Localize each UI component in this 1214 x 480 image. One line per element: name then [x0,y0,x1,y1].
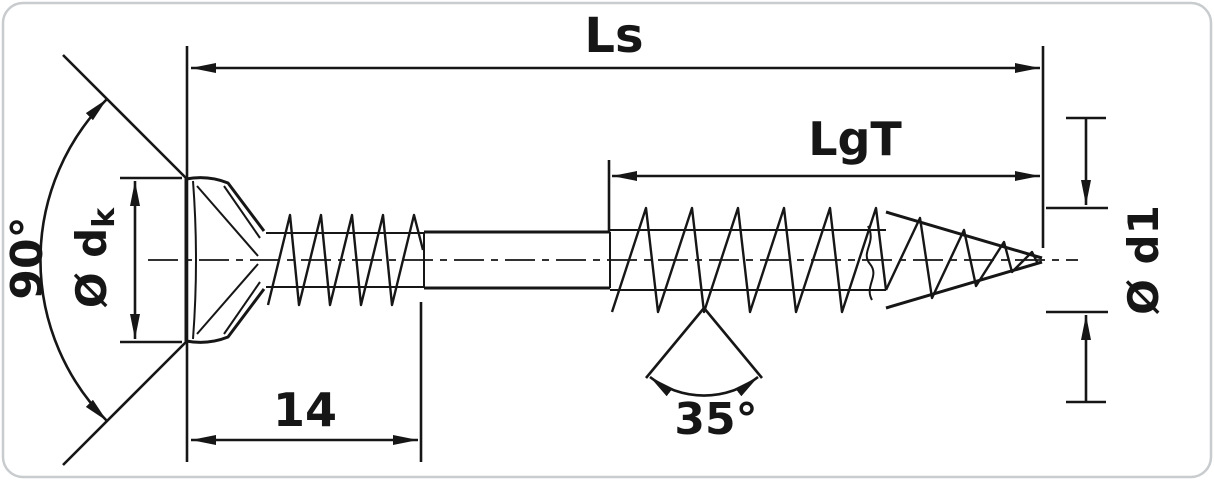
label-head-diameter-subscript: k [87,207,122,228]
head-rib-line [196,185,259,257]
screw-tip [865,210,1043,310]
dimension-flank-angle: 35° [644,307,764,445]
label-head-diameter: Ø dk [67,207,122,308]
screw-drawing [184,176,1043,344]
dimension-thread-length: LgT [607,112,1040,232]
head-rib-line [196,263,259,335]
dimension-outer-thread-diameter: Ø d1 [1046,116,1168,404]
head-rib-line [223,185,261,239]
head-rib-line [223,281,261,335]
underhead-thread [266,213,425,307]
dimension-head-diameter: Ø dk [67,176,182,344]
dimension-underhead-length: 14 [191,302,423,462]
label-thread-length: LgT [808,112,902,166]
main-thread [610,206,888,314]
label-outer-thread-diameter: Ø d1 [1119,205,1168,315]
shank [423,230,611,290]
cut-serration [865,225,875,301]
dimension-total-length: Ls [185,8,1045,462]
label-total-length: Ls [584,8,643,64]
label-underhead-length: 14 [273,383,337,437]
label-head-angle: 90° [2,216,53,299]
label-flank-angle: 35° [674,394,757,445]
dimension-head-angle: 90° [2,54,187,466]
